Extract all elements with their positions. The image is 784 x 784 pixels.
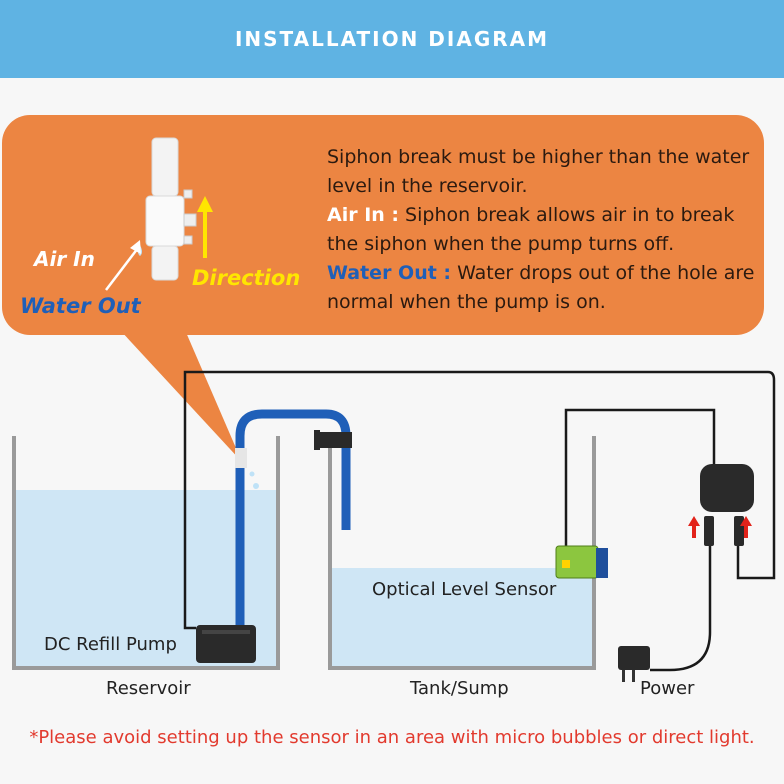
siphon-break-fitting-illustration xyxy=(138,137,197,281)
power-label: Power xyxy=(640,678,695,699)
reservoir-label: Reservoir xyxy=(106,678,191,699)
page-title: INSTALLATION DIAGRAM xyxy=(234,27,550,51)
water-out-text: Water drops out of the hole are normal w… xyxy=(327,262,755,313)
air-in-label: Air In xyxy=(34,247,95,271)
header-banner: INSTALLATION DIAGRAM xyxy=(0,0,784,78)
air-in-key: Air In : xyxy=(327,204,400,226)
connection-arrow-icon xyxy=(688,516,752,538)
power-adapter xyxy=(618,646,650,682)
tank-label: Tank/Sump xyxy=(410,678,509,699)
optical-level-sensor xyxy=(555,545,608,579)
callout-bubble xyxy=(2,115,764,462)
pump-label: DC Refill Pump xyxy=(44,634,177,655)
air-in-text: Siphon break allows air in to break the … xyxy=(327,204,735,255)
hose-clip xyxy=(314,430,352,450)
wires xyxy=(183,370,776,672)
callout-water-out: Water Out : Water drops out of the hole … xyxy=(327,259,767,317)
controller-unit xyxy=(700,464,754,546)
dc-refill-pump xyxy=(196,625,256,663)
direction-arrow-icon xyxy=(197,196,213,258)
sump-tank xyxy=(328,436,596,670)
warning-footnote: *Please avoid setting up the sensor in a… xyxy=(29,727,755,748)
callout-air-in: Air In : Siphon break allows air in to b… xyxy=(327,201,767,259)
callout-text: Siphon break must be higher than the wat… xyxy=(327,143,767,317)
water-out-label: Water Out xyxy=(20,294,141,318)
sensor-label: Optical Level Sensor xyxy=(372,579,557,600)
water-hose xyxy=(235,409,351,628)
direction-label: Direction xyxy=(192,266,301,290)
air-in-arrow-icon xyxy=(105,240,141,291)
water-out-key: Water Out : xyxy=(327,262,452,284)
callout-line1: Siphon break must be higher than the wat… xyxy=(327,146,750,197)
